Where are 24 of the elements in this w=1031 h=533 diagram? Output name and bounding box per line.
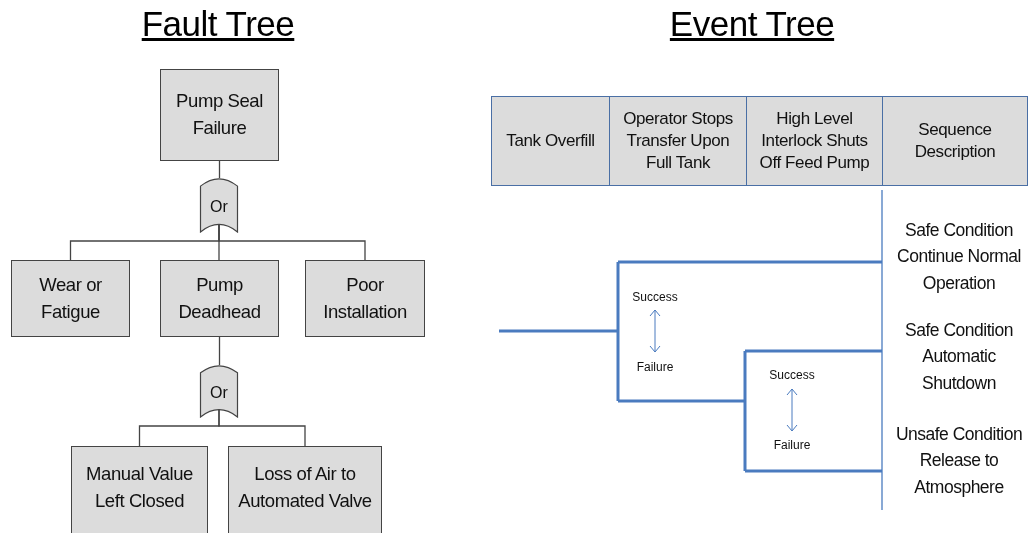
branch-label: Failure: [773, 438, 811, 452]
section-heading: Fault Tree: [141, 4, 295, 44]
event-box: Wear or Fatigue: [11, 260, 130, 337]
header-cell: Operator Stops Transfer Upon Full Tank: [609, 96, 747, 186]
branch-label: Success: [769, 368, 815, 382]
connector-line: [218, 408, 306, 447]
header-cell: High Level Interlock Shuts Off Feed Pump: [746, 96, 883, 186]
outcome-text: Unsafe Condition Release to Atmosphere: [894, 423, 1024, 499]
or-gate: Or: [200, 365, 238, 417]
outcome-text: Safe Condition Continue Normal Operation: [896, 219, 1022, 295]
event-box: Loss of Air to Automated Valve: [228, 446, 382, 533]
connector-line: [218, 336, 221, 366]
or-gate: Or: [200, 178, 238, 232]
event-box: Pump Deadhead: [160, 260, 279, 337]
connector-line: [218, 223, 366, 261]
outcome-text: Safe Condition Automatic Shutdown: [904, 319, 1014, 395]
section-heading: Event Tree: [669, 4, 835, 44]
branch-label: Success: [632, 290, 678, 304]
event-box: Poor Installation: [305, 260, 425, 337]
event-box: Manual Value Left Closed: [71, 446, 208, 533]
branch-label: Failure: [636, 360, 674, 374]
header-cell: Sequence Description: [882, 96, 1028, 186]
header-cell: Tank Overfill: [491, 96, 610, 186]
event-box: Pump Seal Failure: [160, 69, 279, 161]
